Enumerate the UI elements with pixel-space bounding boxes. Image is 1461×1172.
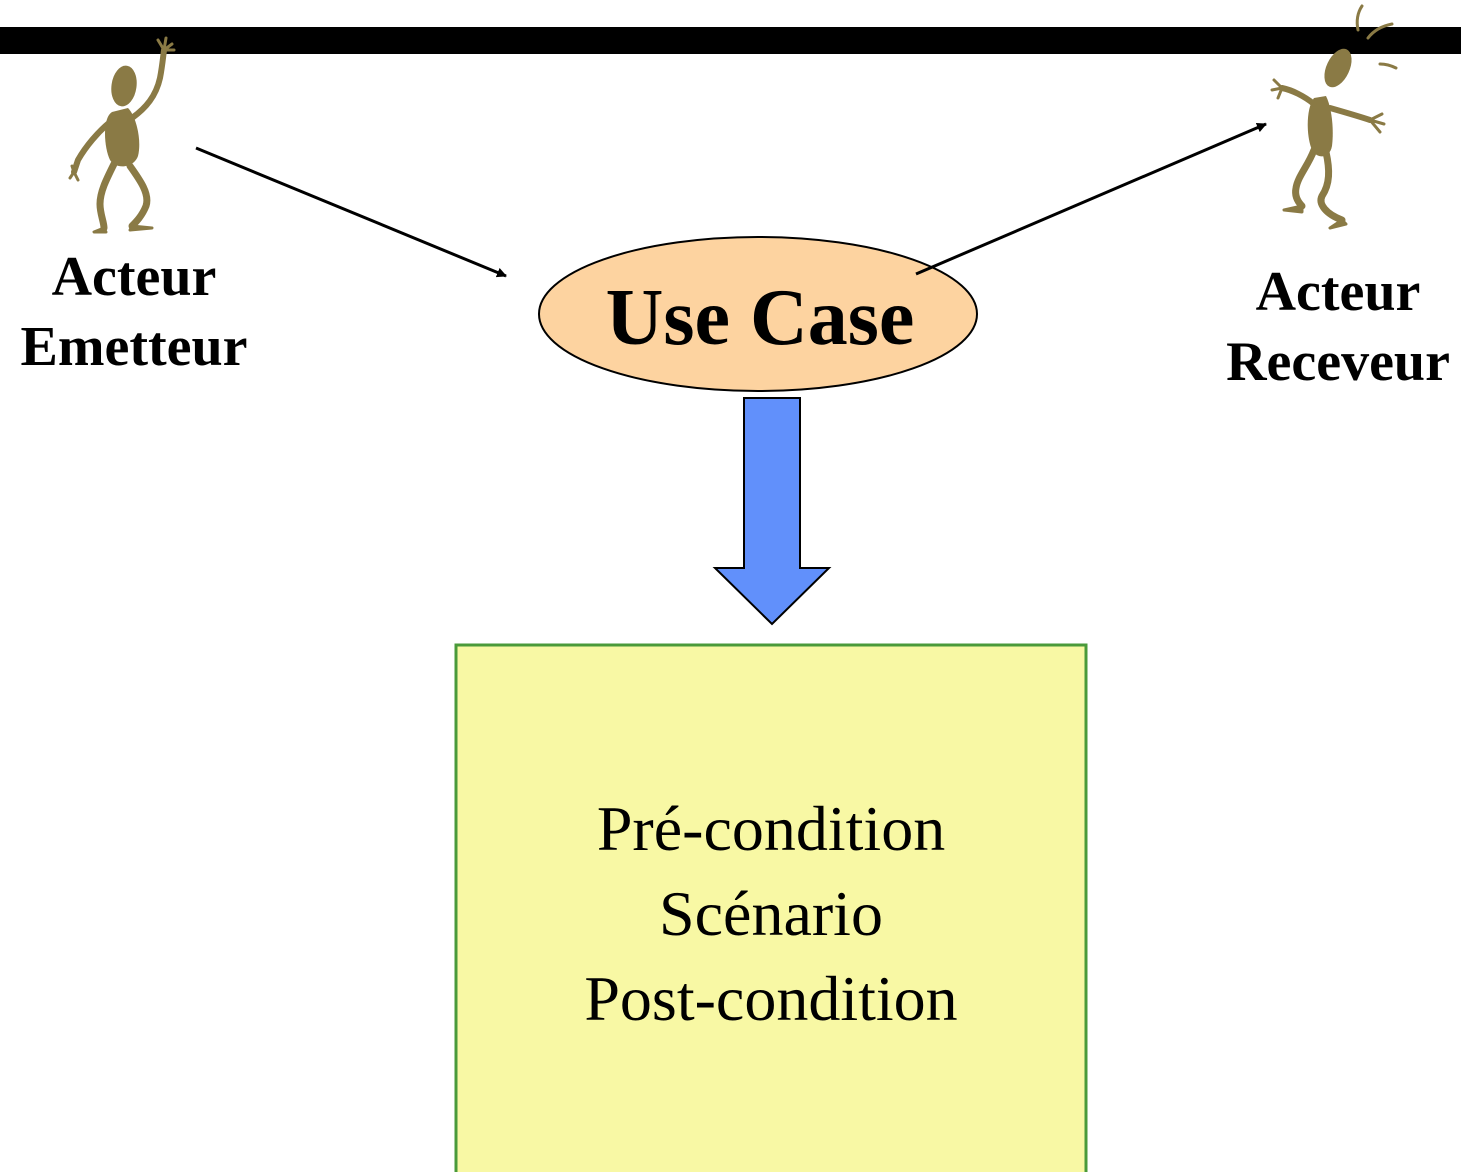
specification-text: Pré-condition Scénario Post-condition	[456, 786, 1086, 1041]
sender-actor-label: Acteur Emetteur	[0, 242, 284, 382]
receiver-actor-label-line1: Acteur	[1255, 261, 1421, 323]
use-case-label: Use Case	[605, 273, 915, 362]
receiver-association-arrow	[915, 122, 1267, 276]
refinement-down-arrow	[712, 397, 832, 626]
sender-actor-label-line1: Acteur	[51, 246, 217, 308]
waving-figure-icon	[68, 36, 176, 234]
receiver-actor-label-line2: Receveur	[1226, 331, 1450, 393]
use-case-ellipse	[538, 236, 978, 392]
receiver-actor-label: Acteur Receveur	[1188, 257, 1461, 397]
scenario-label: Scénario	[659, 878, 883, 949]
postcondition-label: Post-condition	[584, 963, 958, 1034]
dancing-figure-icon	[1270, 4, 1398, 230]
top-bar	[0, 27, 1461, 54]
sender-association-arrow	[195, 146, 507, 278]
precondition-label: Pré-condition	[596, 793, 946, 864]
specification-box	[454, 643, 1088, 1172]
sender-actor-label-line2: Emetteur	[20, 316, 248, 378]
